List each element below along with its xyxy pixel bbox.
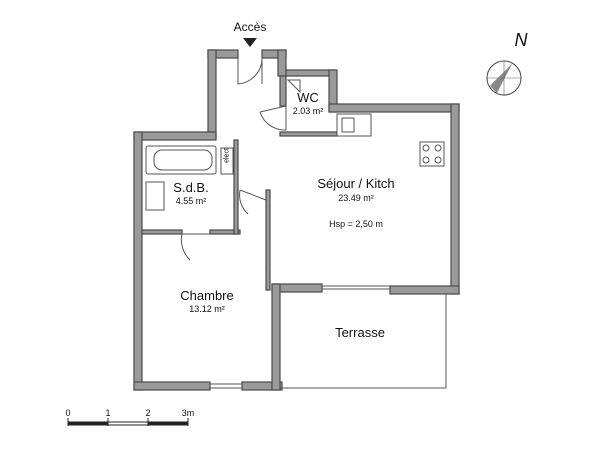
north-label: N — [514, 30, 528, 50]
wall-chambre-sejour — [265, 189, 271, 291]
wall-sejour-right — [450, 103, 460, 295]
wall-wc-top-riser — [277, 49, 287, 77]
wall-sejour-bottom-right — [389, 285, 460, 295]
scale-tick-3: 3m — [181, 408, 195, 418]
scale-tick-1: 1 — [105, 408, 111, 418]
wall-bottom-right — [241, 381, 283, 391]
washbasin-icon — [145, 181, 165, 211]
entrance-label: Accès — [233, 20, 267, 34]
terrace — [210, 285, 447, 389]
kitchen-fixtures — [336, 113, 445, 167]
entrance-arrow-icon — [243, 38, 257, 47]
wc-fixtures — [259, 79, 301, 131]
sdb-area: 4.55 m² — [175, 196, 207, 206]
chambre-name: Chambre — [180, 288, 234, 303]
wall-sdb-right — [233, 139, 239, 235]
wall-left — [133, 131, 143, 391]
wall-wc-top — [279, 69, 336, 77]
wall-chambre-right — [271, 283, 281, 391]
sejour-ceiling: Hsp = 2,50 m — [329, 219, 383, 229]
scale-bar — [67, 418, 189, 426]
sejour-name: Séjour / Kitch — [317, 176, 395, 191]
wc-name: WC — [297, 90, 319, 105]
chambre-area: 13.12 m² — [189, 304, 225, 314]
toilet-icon — [286, 79, 301, 94]
wall-bottom-left — [133, 381, 211, 391]
wall-wc-left — [279, 75, 287, 107]
wc-area: 2.03 m² — [292, 106, 324, 116]
terrasse-name: Terrasse — [335, 325, 385, 340]
scale-tick-2: 2 — [145, 408, 151, 418]
elect-label: elect — [223, 148, 231, 163]
wall-sdb-bottom-right — [209, 229, 241, 235]
wall-sdb-bottom-left — [141, 229, 183, 235]
entry-door — [237, 57, 263, 85]
scale-tick-0: 0 — [65, 408, 71, 418]
wall-sdb-top — [133, 131, 217, 141]
interior-doors — [180, 189, 271, 270]
elect-panel — [220, 147, 234, 175]
wall-entry-left — [207, 49, 217, 139]
wall-wc-bottom — [279, 131, 338, 137]
bathroom-fixtures — [145, 145, 234, 211]
wall-sejour-top — [328, 103, 460, 113]
compass — [486, 60, 522, 96]
sejour-area: 23.49 m² — [338, 193, 374, 203]
sdb-name: S.d.B. — [173, 180, 209, 195]
